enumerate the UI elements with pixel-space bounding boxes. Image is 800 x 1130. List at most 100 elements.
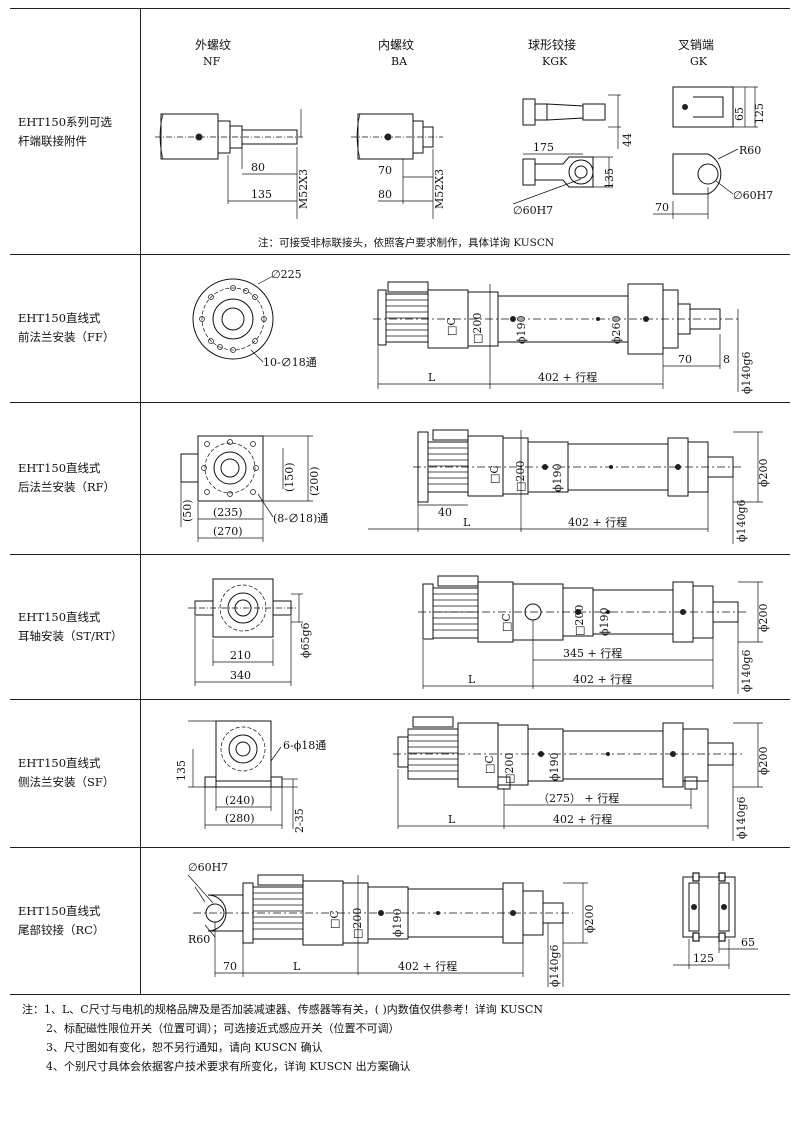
rc-L: L bbox=[293, 960, 301, 973]
row-label: EHT150直线式 尾部铰接（RC） bbox=[10, 847, 141, 994]
st-d190: ϕ190 bbox=[598, 608, 611, 637]
ff-stroke: 402 + 行程 bbox=[538, 371, 597, 384]
ff-d260: ϕ260 bbox=[610, 316, 623, 345]
st-L: L bbox=[468, 673, 476, 686]
st-d200: ϕ200 bbox=[757, 604, 770, 633]
kgk-d1: 175 bbox=[533, 141, 554, 154]
rc-radius: R60 bbox=[188, 933, 210, 946]
row-label: EHT150直线式 前法兰安装（FF） bbox=[10, 254, 141, 402]
rf-holes: (8-∅18)通 bbox=[273, 512, 328, 525]
label-line2: 侧法兰安装（SF） bbox=[18, 775, 115, 789]
rc-d125: 125 bbox=[693, 952, 714, 965]
sf-L: L bbox=[448, 813, 456, 826]
nf-thread: M52X3 bbox=[297, 169, 310, 209]
rc-s200: □200 bbox=[351, 908, 364, 939]
rf-d190: ϕ190 bbox=[551, 464, 564, 493]
footnote-3: 3、尺寸图如有变化，恕不另行通知，请向 KUSCN 确认 bbox=[46, 1041, 323, 1054]
sf-s200: □200 bbox=[503, 753, 516, 784]
sf-stroke275: （275） + 行程 bbox=[538, 792, 619, 805]
sf-holes: 6-ϕ18通 bbox=[283, 739, 326, 752]
ff-holes: 10-∅18通 bbox=[263, 356, 317, 369]
st-front-view: ϕ65g6 210 340 bbox=[188, 578, 312, 686]
footnote-4: 4、个别尺寸具体会依据客户技术要求有所变化，详询 KUSCN 出方案确认 bbox=[46, 1060, 411, 1073]
st-side-view: □C □200 ϕ190 ϕ200 345 + 行程 L 402 + 行程 bbox=[418, 575, 770, 694]
rf-stroke: 402 + 行程 bbox=[568, 516, 627, 529]
label-line2: 前法兰安装（FF） bbox=[18, 330, 115, 344]
st-rod: ϕ140g6 bbox=[740, 649, 753, 692]
attachments-svg: 外螺纹 NF 内螺纹 BA 球形铰接 KGK 叉销端 GK bbox=[155, 37, 773, 219]
rf-front-view: (150) (200) (50) (235) (270) (8-∅18)通 bbox=[180, 435, 328, 542]
rc-d70: 70 bbox=[223, 960, 237, 973]
rf-d50: (50) bbox=[181, 499, 194, 522]
label-line2: 尾部铰接（RC） bbox=[18, 922, 105, 937]
rc-end-view: 65 125 bbox=[673, 872, 758, 969]
ff-rod: ϕ140g6 bbox=[740, 351, 753, 394]
ba-code: BA bbox=[391, 55, 408, 68]
st-drawing: ϕ65g6 210 340 bbox=[133, 554, 790, 699]
sf-rod: ϕ140g6 bbox=[735, 796, 748, 839]
ff-d8: 8 bbox=[723, 353, 730, 366]
rc-rod: ϕ140g6 bbox=[548, 944, 561, 987]
label-line2: 耳轴安装（ST/RT） bbox=[18, 628, 123, 643]
row-label: EHT150直线式 侧法兰安装（SF） bbox=[10, 699, 141, 847]
sf-d280: (280) bbox=[225, 812, 255, 825]
row-sf: EHT150直线式 侧法兰安装（SF） 135 6-ϕ bbox=[10, 699, 790, 848]
rc-side-view: ∅60H7 R60 bbox=[187, 861, 596, 987]
rc-stroke: 402 + 行程 bbox=[398, 960, 457, 973]
sf-front-view: 135 6-ϕ18通 (240) (280) 2-35 bbox=[175, 720, 326, 833]
row-label: EHT150系列可选 杆端联接附件 bbox=[10, 9, 141, 254]
st-d65: ϕ65g6 bbox=[299, 622, 312, 658]
kgk-hole: ∅60H7 bbox=[513, 204, 553, 217]
label-line2: 后法兰安装（RF） bbox=[18, 480, 116, 494]
gk-radius: R60 bbox=[739, 144, 761, 157]
st-d340: 340 bbox=[230, 669, 251, 682]
kgk-name: 球形铰接 bbox=[528, 37, 576, 52]
row-attachments: EHT150系列可选 杆端联接附件 外螺纹 NF 内螺纹 BA 球形铰接 KGK… bbox=[10, 9, 790, 255]
row-ff: EHT150直线式 前法兰安装（FF） ∅225 10 bbox=[10, 254, 790, 403]
gk-d2: 125 bbox=[753, 103, 766, 124]
rf-rod: ϕ140g6 bbox=[735, 499, 748, 542]
nf-d1: 80 bbox=[251, 161, 265, 174]
ff-d225: ∅225 bbox=[271, 268, 302, 281]
row-label: EHT150直线式 后法兰安装（RF） bbox=[10, 402, 141, 554]
ff-front-view: ∅225 10-∅18通 bbox=[192, 268, 317, 369]
sf-svg: 135 6-ϕ18通 (240) (280) 2-35 bbox=[175, 716, 770, 841]
row-rc: EHT150直线式 尾部铰接（RC） ∅60H7 R60 bbox=[10, 847, 790, 995]
label-line1: EHT150直线式 bbox=[18, 461, 101, 475]
spec-sheet: EHT150系列可选 杆端联接附件 外螺纹 NF 内螺纹 BA 球形铰接 KGK… bbox=[10, 8, 790, 995]
st-c: □C bbox=[500, 613, 513, 632]
st-stroke345: 345 + 行程 bbox=[563, 647, 622, 660]
st-s200: □200 bbox=[573, 605, 586, 636]
gk-code: GK bbox=[690, 55, 708, 68]
footnotes: 注：1、L、C尺寸与电机的规格品牌及是否加装减速器、传感器等有关，( )内数值仅… bbox=[22, 1000, 543, 1076]
rf-d270: (270) bbox=[213, 525, 243, 538]
ff-drawing: ∅225 10-∅18通 bbox=[133, 254, 790, 402]
rf-d200: ϕ200 bbox=[757, 459, 770, 488]
attachments-drawing: 外螺纹 NF 内螺纹 BA 球形铰接 KGK 叉销端 GK bbox=[133, 9, 790, 254]
gk-name: 叉销端 bbox=[678, 38, 714, 52]
ff-d70: 70 bbox=[678, 353, 692, 366]
nf-d2: 135 bbox=[251, 188, 272, 201]
rc-c: □C bbox=[328, 910, 341, 929]
nf-code: NF bbox=[203, 55, 221, 68]
ba-d1: 70 bbox=[378, 164, 392, 177]
ba-drawing: 70 80 M52X3 bbox=[351, 113, 446, 219]
rc-d190: ϕ190 bbox=[391, 909, 404, 938]
label-line1: EHT150直线式 bbox=[18, 903, 101, 918]
rc-d65: 65 bbox=[741, 936, 755, 949]
label-line1: EHT150直线式 bbox=[18, 609, 101, 624]
label-line1: EHT150系列可选 bbox=[18, 114, 113, 129]
kgk-d2: 44 bbox=[621, 133, 634, 147]
st-stroke402: 402 + 行程 bbox=[573, 673, 632, 686]
rf-svg: (150) (200) (50) (235) (270) (8-∅18)通 bbox=[180, 429, 770, 544]
rf-d40: 40 bbox=[438, 506, 452, 519]
ba-thread: M52X3 bbox=[433, 169, 446, 209]
rf-s150: (150) bbox=[283, 462, 296, 492]
nf-name: 外螺纹 bbox=[195, 38, 231, 52]
ba-name: 内螺纹 bbox=[378, 38, 414, 52]
sf-d190: ϕ190 bbox=[548, 753, 561, 782]
sf-d200: ϕ200 bbox=[757, 747, 770, 776]
kgk-d3: 135 bbox=[603, 168, 616, 189]
sf-d240: (240) bbox=[225, 794, 255, 807]
gk-d1: 65 bbox=[733, 107, 746, 121]
